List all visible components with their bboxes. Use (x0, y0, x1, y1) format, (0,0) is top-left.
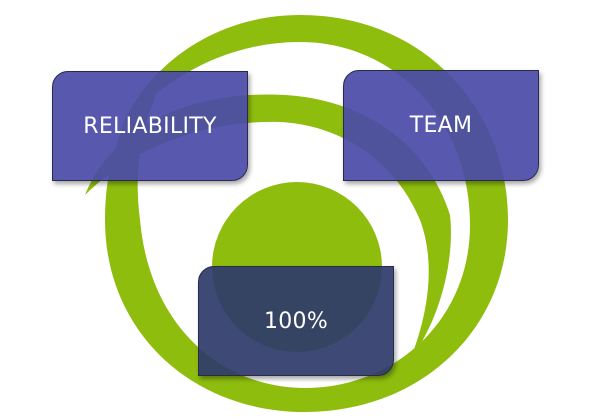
team-label: TEAM (409, 113, 473, 138)
team-box: TEAM (343, 70, 539, 181)
reliability-label: RELIABILITY (83, 113, 217, 139)
reliability-box: RELIABILITY (52, 71, 248, 181)
center-label: 100% (263, 308, 329, 334)
center-box: 100% (198, 266, 394, 376)
